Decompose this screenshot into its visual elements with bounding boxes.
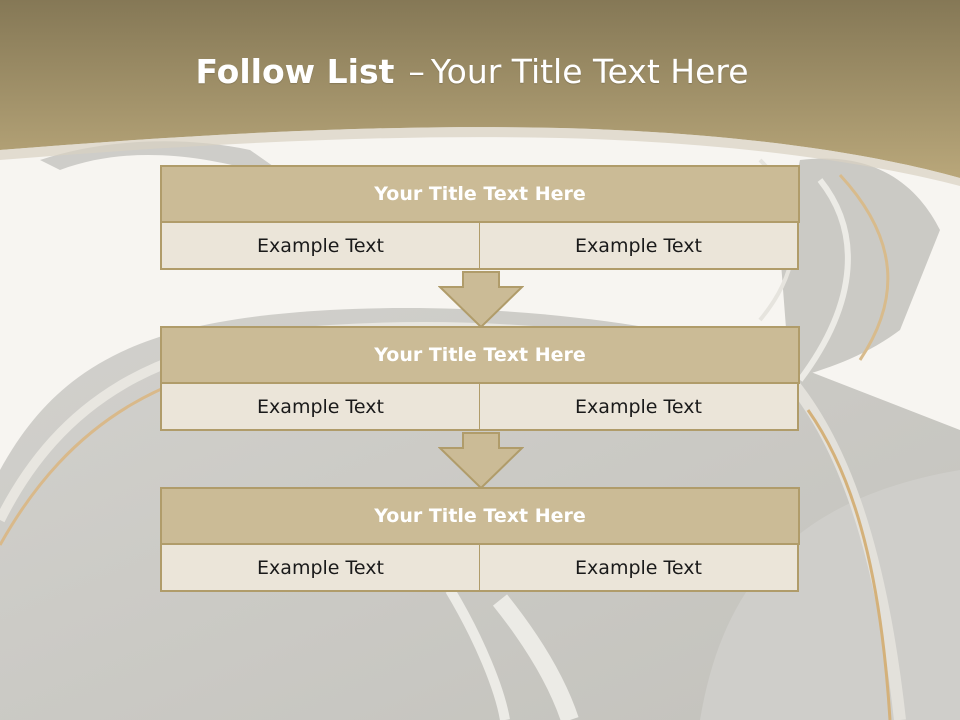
step-title: Your Title Text Here xyxy=(160,326,800,384)
step-right-cell: Example Text xyxy=(479,221,799,270)
step-title: Your Title Text Here xyxy=(160,165,800,223)
step-title: Your Title Text Here xyxy=(160,487,800,545)
slide-title-bold: Follow List xyxy=(195,52,395,91)
down-arrow-icon xyxy=(438,271,524,329)
slide-title: Follow List–Your Title Text Here xyxy=(0,52,944,91)
down-arrow-icon xyxy=(438,432,524,490)
step-box: Your Title Text Here Example Text Exampl… xyxy=(160,487,800,592)
step-right-cell: Example Text xyxy=(479,382,799,431)
slide-title-rest: Your Title Text Here xyxy=(430,52,749,91)
step-left-cell: Example Text xyxy=(160,382,480,431)
step-box: Your Title Text Here Example Text Exampl… xyxy=(160,165,800,270)
slide-title-separator: – xyxy=(408,52,425,91)
step-left-cell: Example Text xyxy=(160,543,480,592)
step-box: Your Title Text Here Example Text Exampl… xyxy=(160,326,800,431)
step-right-cell: Example Text xyxy=(479,543,799,592)
step-left-cell: Example Text xyxy=(160,221,480,270)
